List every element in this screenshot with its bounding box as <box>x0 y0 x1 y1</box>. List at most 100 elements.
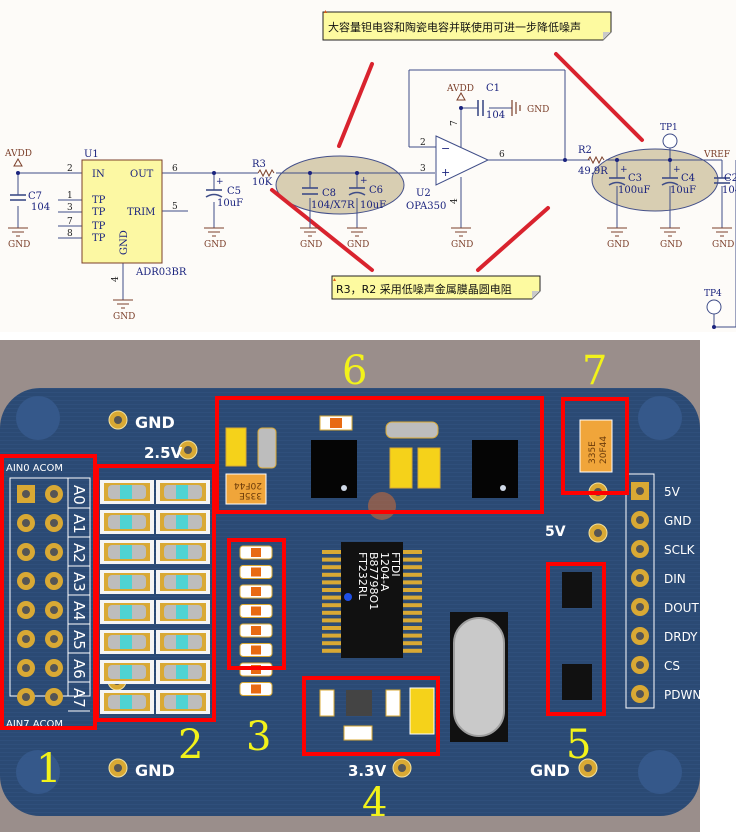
via-highlight <box>368 492 396 520</box>
ic-pin <box>322 641 341 646</box>
tp1-circle-icon <box>662 133 678 149</box>
tantalum-cap-a: 20F44 335E <box>225 473 267 505</box>
r3-value: 10K <box>252 177 273 188</box>
smd-cap <box>385 689 401 717</box>
region-box-7 <box>561 397 629 495</box>
header-pin-hole <box>50 635 58 643</box>
tantalum-cap-yellow <box>417 447 441 489</box>
silk-header-label: DIN <box>664 572 686 586</box>
silk-2v5: 2.5V <box>144 444 183 462</box>
silk-gnd-top: GND <box>135 413 175 432</box>
ic-pin <box>403 610 422 615</box>
plus-sign: + <box>441 166 450 179</box>
u2-part: OPA350 <box>406 201 446 212</box>
highlight-ellipse-left <box>275 155 405 215</box>
ldo-sot23 <box>346 690 372 716</box>
resistor-band <box>176 635 188 649</box>
header-pin-hole <box>636 603 644 611</box>
pin-number: 3 <box>420 164 426 174</box>
header-pin-hole <box>50 606 58 614</box>
crystal-hc49 <box>453 617 505 737</box>
silk-ain7: AIN7 ACOM <box>6 719 63 730</box>
header-pin-hole <box>22 664 30 672</box>
c6-value: 10uF <box>360 200 386 211</box>
ic-pin <box>403 633 422 638</box>
u1-pin-tp: TP <box>92 195 106 206</box>
u1-ref: U1 <box>84 149 99 160</box>
smd-cap-body <box>251 645 261 655</box>
ic-pin <box>322 565 341 570</box>
tp4-label: TP4 <box>704 289 722 299</box>
region-number-2: 2 <box>178 722 203 768</box>
region-number-7: 7 <box>582 348 607 394</box>
ic-pin <box>322 588 341 592</box>
header-pin-hole <box>50 664 58 672</box>
resistor-band <box>120 575 132 589</box>
ic-marking: 1204-A <box>378 552 391 592</box>
ic-pin <box>322 595 341 600</box>
polarity-mark: + <box>620 165 628 175</box>
tantalum-cap-yellow <box>409 687 435 735</box>
silk-channel-label: A7 <box>70 688 88 708</box>
note-bottom-text: R3，R2 采用低噪声金属膜晶圆电阻 <box>336 282 512 296</box>
polarity-mark: + <box>216 177 224 187</box>
silk-ain0: AIN0 ACOM <box>6 463 63 474</box>
header-pin-hole <box>50 577 58 585</box>
region-number-4: 4 <box>362 780 387 826</box>
silk-channel-label: A2 <box>70 543 88 563</box>
resistor-band <box>176 605 188 619</box>
silk-gnd-bottom-right: GND <box>530 761 570 780</box>
ic-pin <box>322 572 341 577</box>
region-box-4 <box>302 676 440 756</box>
region-box-2 <box>95 464 216 722</box>
silk-header-label: PDWN <box>664 688 700 702</box>
resistor-band <box>120 635 132 649</box>
resistor-band <box>120 545 132 559</box>
c8-value: 104/X7R <box>311 200 355 211</box>
c2-ref: C2 <box>724 173 736 184</box>
net-gnd: GND <box>8 240 30 250</box>
silk-channel-label: A1 <box>70 514 88 534</box>
header-pin-hole <box>50 490 58 498</box>
test-pad-hole <box>594 529 602 537</box>
smd-cap-body <box>251 567 261 577</box>
silk-header-label: CS <box>664 659 680 673</box>
smd-cap-body <box>251 606 261 616</box>
header-pin-hole <box>636 545 644 553</box>
ic-marking: FTDI <box>389 552 402 577</box>
region-box-6 <box>215 396 544 514</box>
header-pin-hole <box>22 548 30 556</box>
header-pin-hole <box>50 548 58 556</box>
u1-part: ADR03BR <box>135 267 187 278</box>
region-number-1: 1 <box>36 746 61 792</box>
region-box-5 <box>546 562 606 716</box>
r2-ref: R2 <box>578 145 592 156</box>
pin-number: 3 <box>67 203 73 213</box>
c1-value: 104 <box>486 110 505 121</box>
pcb-render-panel: GND 2.5V GND 3.3V GND 5V AIN0 ACOM AIN7 … <box>0 340 701 832</box>
header-pin-hole <box>636 516 644 524</box>
avdd-arrow-icon <box>13 157 23 167</box>
tp1-label: TP1 <box>660 123 678 133</box>
ic-pin <box>403 595 422 600</box>
header-pin-hole <box>22 693 30 701</box>
schematic-drawing: 大容量钽电容和陶瓷电容并联使用可进一步降低噪声 R3，R2 采用低噪声金属膜晶圆… <box>4 10 736 329</box>
resistor-band <box>176 485 188 499</box>
smd-cap-body <box>251 684 261 694</box>
smd-cap-body <box>251 548 261 557</box>
header-pin-hole <box>22 519 30 527</box>
ic-pin <box>403 588 422 592</box>
c5-value: 10uF <box>217 198 243 209</box>
resistor-band <box>120 515 132 529</box>
net-gnd: GND <box>347 240 369 250</box>
u1-pin-out: OUT <box>130 169 154 180</box>
silk-header-label: SCLK <box>664 543 696 557</box>
silk-gnd-bottom-left: GND <box>135 761 175 780</box>
avdd-arrow-icon <box>456 91 466 101</box>
net-avdd: AVDD <box>446 84 474 94</box>
pin1-dot-icon <box>341 485 347 491</box>
header-pin-hole <box>636 574 644 582</box>
silk-5v: 5V <box>545 524 566 540</box>
c7-ref: C7 <box>28 191 42 202</box>
ic-pin <box>403 580 422 585</box>
